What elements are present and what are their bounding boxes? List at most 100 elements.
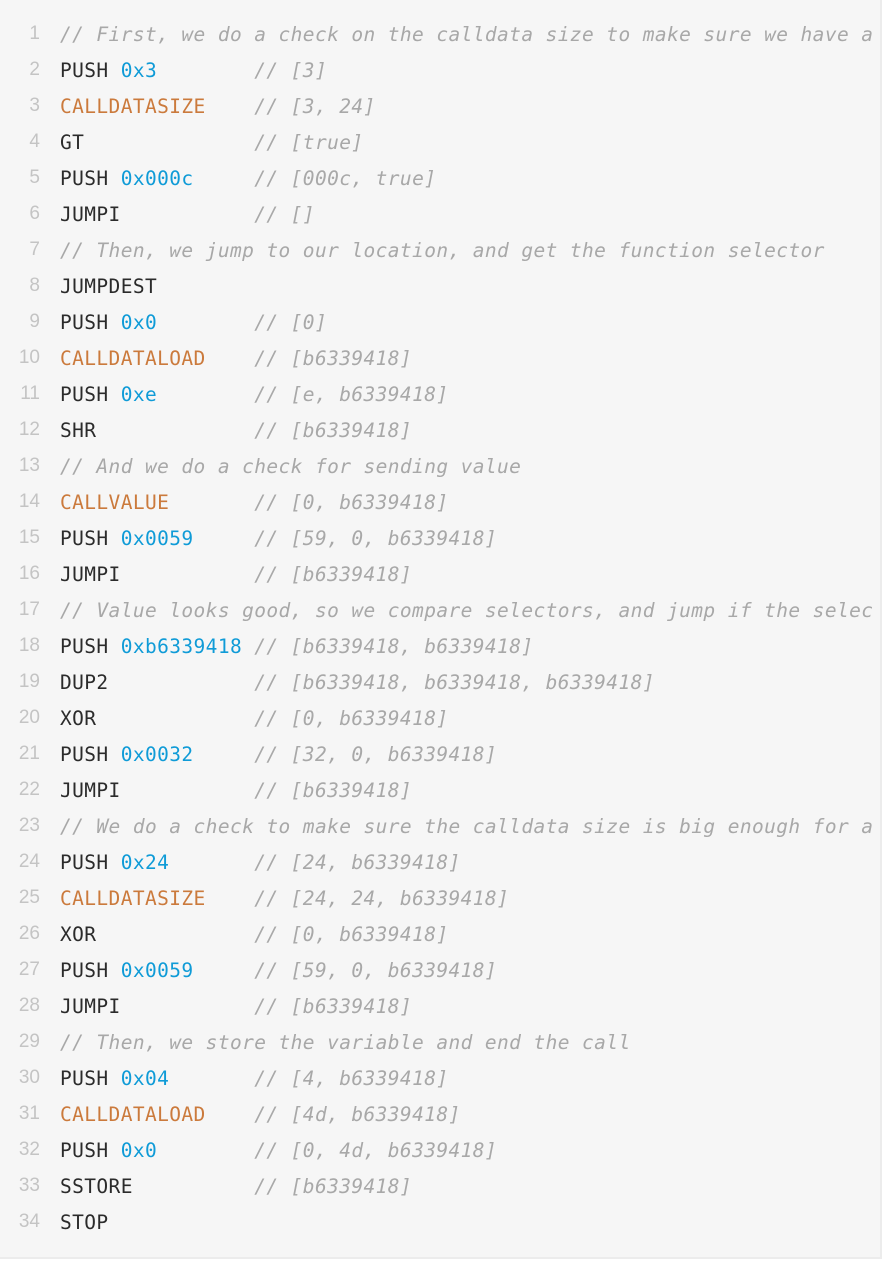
line-number: 33	[18, 1175, 40, 1196]
code-line: 29 // Then, we store the variable and end…	[0, 1024, 880, 1060]
comment: // [4, b6339418]	[254, 1066, 449, 1090]
hex-literal: 0x3	[120, 58, 158, 82]
opcode: PUSH	[60, 166, 109, 190]
comment: // [0, 4d, b6339418]	[254, 1138, 498, 1162]
line-number: 22	[18, 779, 40, 800]
line-number: 27	[18, 959, 40, 980]
hex-literal: 0x0032	[120, 742, 194, 766]
opcode: PUSH	[60, 1138, 109, 1162]
code-content: CALLVALUE // [0, b6339418]	[60, 491, 449, 514]
line-number: 17	[18, 599, 40, 620]
opcode: PUSH	[60, 382, 109, 406]
comment: // [3, 24]	[254, 94, 376, 118]
code-content: SHR // [b6339418]	[60, 419, 412, 442]
line-number: 11	[20, 383, 40, 404]
code-content: // And we do a check for sending value	[60, 455, 521, 478]
opcode: JUMPI	[60, 778, 121, 802]
comment: // [0, b6339418]	[254, 922, 449, 946]
comment: // We do a check to make sure the callda…	[60, 814, 874, 838]
code-line: 33 SSTORE // [b6339418]	[0, 1168, 880, 1204]
line-number: 16	[18, 563, 40, 584]
line-number: 13	[18, 455, 40, 476]
code-content: CALLDATALOAD // [b6339418]	[60, 347, 412, 370]
code-line: 7 // Then, we jump to our location, and g…	[0, 232, 880, 268]
code-content: JUMPI // [b6339418]	[60, 563, 412, 586]
line-number: 2	[29, 59, 40, 80]
code-line: 16 JUMPI // [b6339418]	[0, 556, 880, 592]
code-content: JUMPDEST	[60, 275, 157, 298]
hex-literal: 0xb6339418	[120, 634, 243, 658]
comment: // [b6339418]	[254, 994, 413, 1018]
code-line: 2 PUSH 0x3 // [3]	[0, 52, 880, 88]
code-line: 10 CALLDATALOAD // [b6339418]	[0, 340, 880, 376]
code-line: 1 // First, we do a check on the calldata…	[0, 16, 880, 52]
line-number: 4	[29, 131, 40, 152]
code-line: 27 PUSH 0x0059 // [59, 0, b6339418]	[0, 952, 880, 988]
comment: // [32, 0, b6339418]	[254, 742, 498, 766]
code-content: // Then, we jump to our location, and ge…	[60, 239, 825, 262]
line-number: 10	[18, 347, 40, 368]
code-content: CALLDATASIZE // [24, 24, b6339418]	[60, 887, 509, 910]
comment: // Then, we store the variable and end t…	[60, 1030, 631, 1054]
opcode: JUMPI	[60, 202, 121, 226]
comment: // [b6339418]	[254, 418, 413, 442]
line-number: 7	[29, 239, 40, 260]
code-content: CALLDATALOAD // [4d, b6339418]	[60, 1103, 461, 1126]
code-content: JUMPI // [b6339418]	[60, 995, 412, 1018]
line-number: 9	[29, 311, 40, 332]
opcode: PUSH	[60, 634, 109, 658]
line-number: 19	[18, 671, 40, 692]
comment: // Value looks good, so we compare selec…	[60, 598, 874, 622]
code-content: CALLDATASIZE // [3, 24]	[60, 95, 376, 118]
line-number: 18	[18, 635, 40, 656]
code-content: PUSH 0x0059 // [59, 0, b6339418]	[60, 959, 497, 982]
code-line: 3 CALLDATASIZE // [3, 24]	[0, 88, 880, 124]
comment: // [b6339418]	[254, 778, 413, 802]
code-content: // First, we do a check on the calldata …	[60, 23, 873, 46]
code-content: PUSH 0xe // [e, b6339418]	[60, 383, 449, 406]
opcode: GT	[60, 130, 85, 154]
opcode: PUSH	[60, 310, 109, 334]
comment: // [true]	[254, 130, 364, 154]
line-number: 20	[18, 707, 40, 728]
code-line: 4 GT // [true]	[0, 124, 880, 160]
comment: // [b6339418]	[254, 1174, 413, 1198]
code-content: PUSH 0x000c // [000c, true]	[60, 167, 436, 190]
code-content: PUSH 0x04 // [4, b6339418]	[60, 1067, 449, 1090]
code-lines: 1 // First, we do a check on the calldata…	[0, 16, 880, 1240]
hex-literal: 0xe	[120, 382, 158, 406]
opcode: CALLDATASIZE	[60, 94, 206, 118]
opcode: CALLDATALOAD	[60, 1102, 206, 1126]
hex-literal: 0x0	[120, 1138, 158, 1162]
comment: // [3]	[254, 58, 328, 82]
opcode: PUSH	[60, 58, 109, 82]
code-line: 22 JUMPI // [b6339418]	[0, 772, 880, 808]
code-content: STOP	[60, 1211, 109, 1234]
comment: // [b6339418]	[254, 346, 413, 370]
comment: // [24, b6339418]	[254, 850, 461, 874]
line-number: 3	[29, 95, 40, 116]
line-number: 28	[18, 995, 40, 1016]
line-number: 29	[18, 1031, 40, 1052]
opcode: SHR	[60, 418, 97, 442]
line-number: 1	[29, 23, 40, 44]
opcode: XOR	[60, 706, 97, 730]
code-content: SSTORE // [b6339418]	[60, 1175, 412, 1198]
code-content: // Value looks good, so we compare selec…	[60, 599, 873, 622]
code-line: 17 // Value looks good, so we compare sel…	[0, 592, 880, 628]
comment: // [b6339418, b6339418, b6339418]	[254, 670, 655, 694]
comment: // [b6339418]	[254, 562, 413, 586]
line-number: 12	[18, 419, 40, 440]
opcode: CALLDATASIZE	[60, 886, 206, 910]
comment: // [4d, b6339418]	[254, 1102, 461, 1126]
